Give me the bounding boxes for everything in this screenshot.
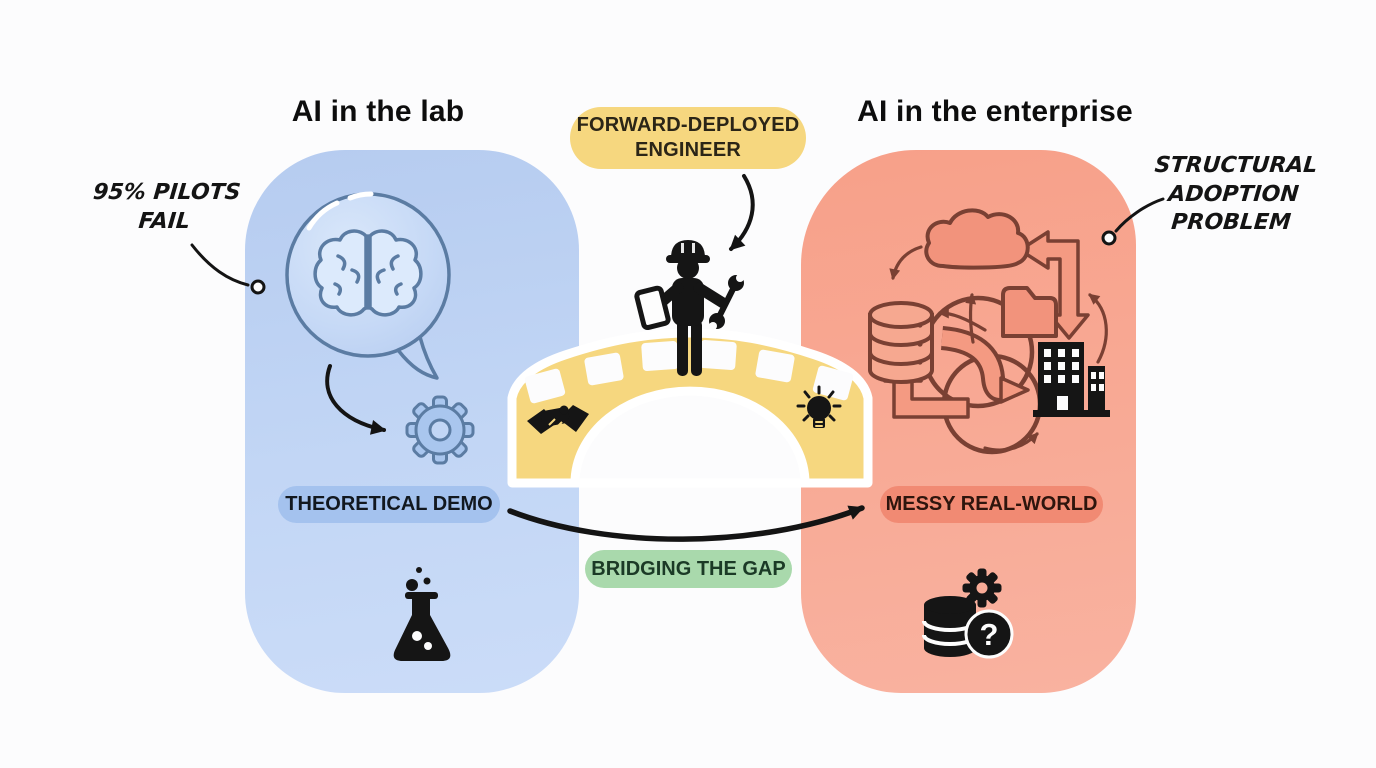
flask-icon [393, 567, 451, 661]
fde-label-line2: ENGINEER [634, 139, 742, 161]
fde-label-line1: FORWARD-DEPLOYED [576, 114, 800, 136]
bubble-to-gear-arrow [325, 364, 387, 435]
gear-icon [405, 395, 475, 465]
hard-hat-icon [666, 240, 710, 263]
lab-annotation-line2: FAIL [137, 208, 192, 234]
lab-annotation-connector [190, 243, 266, 295]
lab-annotation-line1: 95% PILOTS [92, 180, 242, 205]
database-icon [868, 301, 934, 384]
enterprise-title: AI in the enterprise [857, 95, 1133, 128]
theoretical-demo-pill: THEORETICAL DEMO [278, 486, 500, 523]
elbow-block-arrow [1018, 230, 1090, 340]
enterprise-annotation: STRUCTURAL ADOPTION PROBLEM [1142, 152, 1325, 238]
question-glyph: ? [980, 617, 999, 652]
folder-icon [1001, 286, 1058, 338]
enterprise-annotation-line2: ADOPTION [1167, 181, 1300, 207]
forward-deployed-engineer-pill: FORWARD-DEPLOYED ENGINEER [570, 107, 806, 169]
wrench-icon [709, 274, 744, 330]
lab-title: AI in the lab [291, 95, 465, 128]
database-gear-question-icon: ? [922, 568, 1014, 659]
enterprise-annotation-line1: STRUCTURAL [1153, 153, 1319, 178]
pill-to-engineer-arrow [729, 174, 755, 251]
cloud-icon [924, 208, 1030, 270]
handshake-icon [527, 405, 589, 434]
brain-icon [313, 229, 423, 317]
lab-annotation: 95% PILOTS FAIL [85, 179, 245, 236]
demo-to-messy-arrow [507, 505, 865, 542]
pipe-right-arrow [940, 326, 1030, 404]
enterprise-annotation-connector [1101, 197, 1165, 246]
bridge-railing-slots [524, 340, 854, 404]
enterprise-annotation-line3: PROBLEM [1170, 210, 1292, 236]
lightbulb-icon [796, 385, 842, 428]
thin-curved-arrows [889, 245, 1108, 452]
bridging-the-gap-pill: BRIDGING THE GAP [585, 550, 792, 588]
tablet-icon [634, 285, 671, 331]
building-icon [1033, 342, 1110, 417]
messy-real-world-pill: MESSY REAL-WORLD [880, 486, 1103, 523]
bridge-icon [507, 328, 873, 488]
engineer-icon [634, 240, 744, 376]
